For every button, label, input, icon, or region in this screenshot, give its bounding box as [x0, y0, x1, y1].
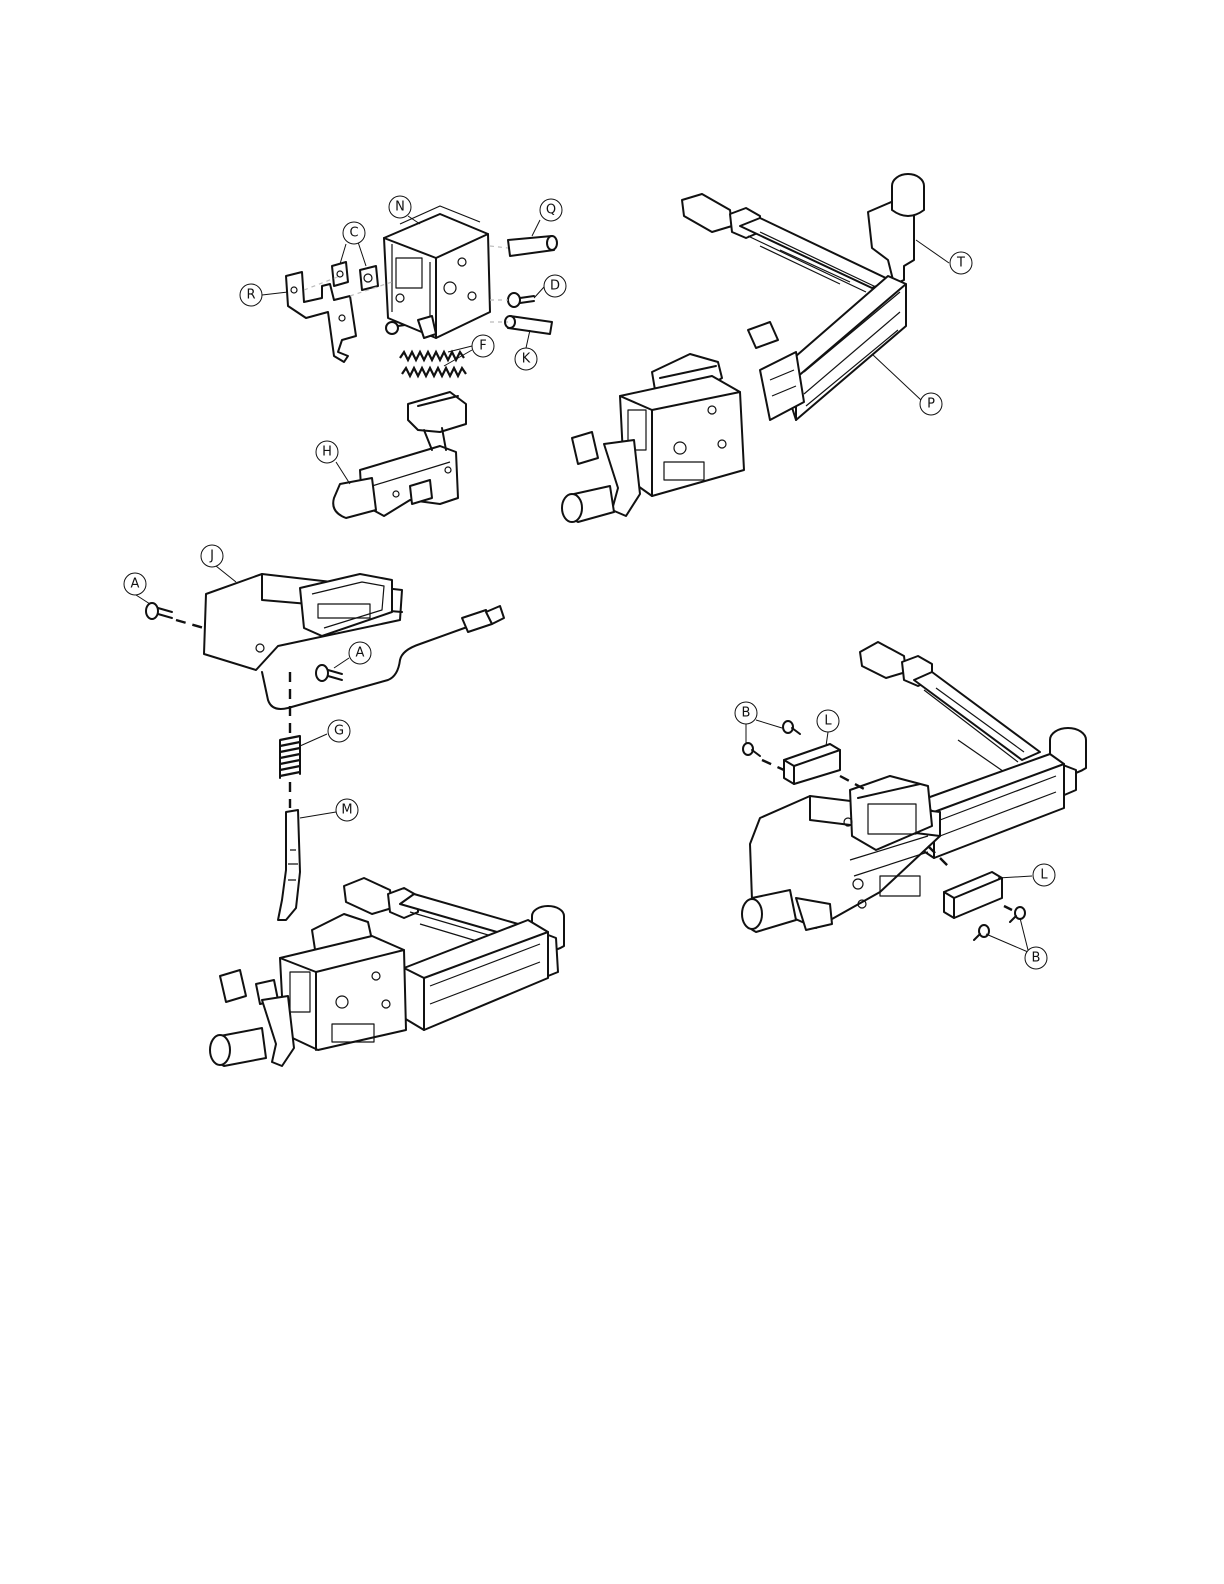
svg-text:F: F — [479, 339, 486, 354]
springs-f-part — [400, 352, 466, 376]
latch-components-exploded — [286, 206, 557, 376]
callout-h: H — [316, 441, 338, 463]
svg-text:Q: Q — [546, 203, 556, 218]
callout-j: J — [201, 545, 223, 567]
svg-text:R: R — [246, 288, 255, 303]
clip-c-part — [332, 262, 378, 290]
callout-k: K — [515, 348, 537, 370]
spring-g-part — [280, 736, 300, 778]
svg-text:H: H — [322, 445, 332, 460]
callout-b-bottom: B — [1025, 947, 1047, 969]
callout-l-bottom: L — [1033, 864, 1055, 886]
callout-b-top: B — [735, 702, 757, 724]
svg-text:K: K — [522, 352, 531, 367]
svg-text:A: A — [356, 646, 365, 661]
callout-m: M — [336, 799, 358, 821]
svg-text:A: A — [131, 577, 140, 592]
screw-d-part — [508, 293, 534, 307]
rod-k-part — [505, 316, 552, 334]
handle-assembly-h-part — [333, 392, 466, 518]
svg-text:P: P — [927, 397, 935, 412]
assembly-top-right — [562, 174, 924, 522]
svg-text:L: L — [824, 714, 832, 729]
callout-c: C — [343, 222, 365, 244]
callout-d: D — [544, 275, 566, 297]
svg-text:N: N — [395, 200, 405, 215]
callout-n: N — [389, 196, 411, 218]
callout-q: Q — [540, 199, 562, 221]
svg-text:B: B — [1032, 951, 1041, 966]
bracket-r-part — [286, 272, 356, 362]
callout-f: F — [472, 335, 494, 357]
svg-text:G: G — [334, 724, 344, 739]
housing-n-part — [384, 206, 490, 338]
rod-q-part — [508, 236, 557, 256]
callout-p: P — [920, 393, 942, 415]
svg-text:D: D — [550, 279, 560, 294]
callout-a-left: A — [124, 573, 146, 595]
cover-j-part — [204, 574, 402, 670]
svg-text:J: J — [209, 549, 214, 564]
svg-text:B: B — [742, 706, 751, 721]
callout-r: R — [240, 284, 262, 306]
callout-t: T — [950, 252, 972, 274]
callout-a-right: A — [349, 642, 371, 664]
svg-text:C: C — [349, 226, 358, 241]
assembly-right — [742, 642, 1086, 932]
slider-m-part — [278, 810, 300, 920]
svg-text:T: T — [956, 256, 965, 271]
callout-l-top: L — [817, 710, 839, 732]
callout-g: G — [328, 720, 350, 742]
svg-text:L: L — [1040, 868, 1048, 883]
svg-text:M: M — [341, 803, 352, 818]
assembly-bottom-left — [210, 878, 564, 1066]
